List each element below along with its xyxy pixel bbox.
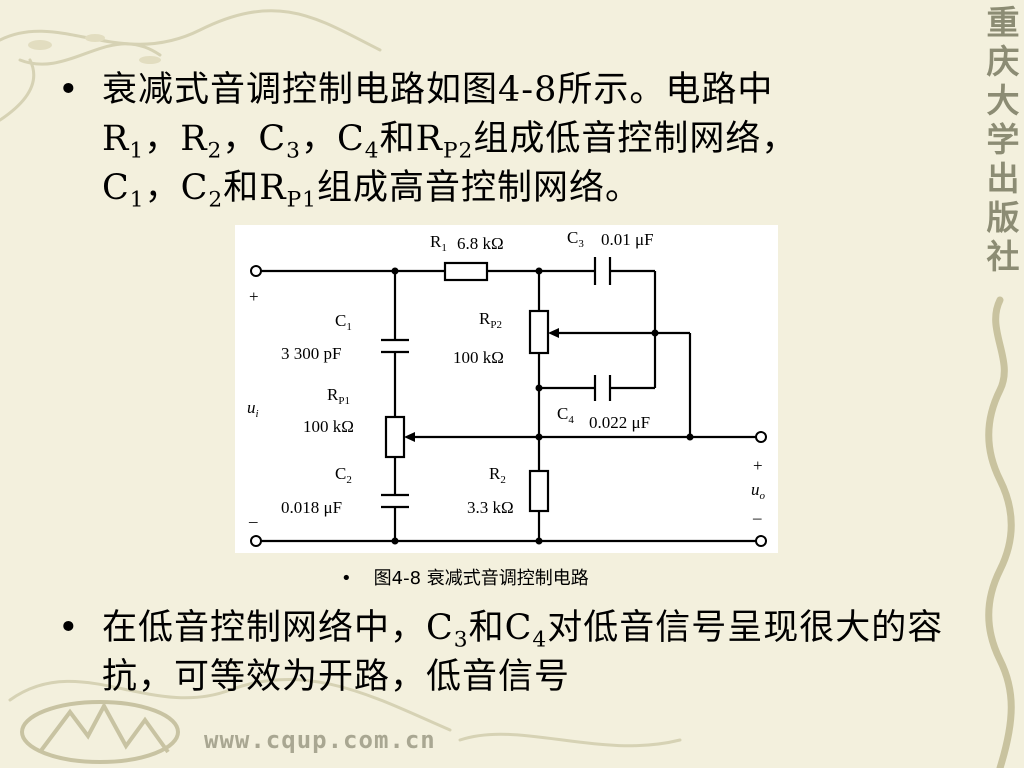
bullet-2-text: 在低音控制网络中，C3和C4对低音信号呈现很大的容抗，可等效为开路，低音信号: [102, 608, 944, 697]
c2-value: 0.018 μF: [281, 498, 342, 517]
bullet-marker: •: [58, 608, 80, 648]
figure-caption: • 图4-8 衰减式音调控制电路: [341, 564, 589, 590]
c1-value: 3 300 pF: [281, 344, 341, 363]
rp1-value: 100 kΩ: [303, 417, 354, 436]
circuit-diagram: R1 6.8 kΩ C3 0.01 μF C1 3 300 pF RP2 100…: [235, 225, 778, 553]
output-voltage-label: uo: [751, 480, 766, 502]
c4-label: C4: [557, 404, 574, 426]
r2-label: R2: [489, 464, 506, 486]
rp2-value: 100 kΩ: [453, 348, 504, 367]
input-plus-sign: +: [249, 287, 259, 306]
r1-label: R1: [430, 232, 447, 254]
c3-value: 0.01 μF: [601, 230, 654, 249]
bullet-1-text: 衰减式音调控制电路如图4-8所示。电路中 R1，R2，C3，C4和RP2组成低音…: [102, 70, 798, 213]
input-voltage-label: ui: [247, 398, 259, 420]
bullet-1: • 衰减式音调控制电路如图4-8所示。电路中 R1，R2，C3，C4和RP2组成…: [58, 66, 965, 213]
c1-label: C1: [335, 311, 352, 333]
bullet-2: • 在低音控制网络中，C3和C4对低音信号呈现很大的容抗，可等效为开路，低音信号: [58, 604, 965, 702]
c2-label: C2: [335, 464, 352, 486]
website-watermark: www.cqup.com.cn: [204, 726, 436, 754]
output-plus-sign: +: [753, 456, 763, 475]
rp1-label: RP1: [327, 385, 350, 407]
r2-value: 3.3 kΩ: [467, 498, 514, 517]
output-terminal-bottom: [755, 535, 767, 547]
c3-label: C3: [567, 228, 584, 250]
publisher-watermark: 重庆大学出版社: [981, 5, 1020, 278]
input-terminal-bottom: [250, 535, 262, 547]
c4-value: 0.022 μF: [589, 413, 650, 432]
caption-text: 图4-8 衰减式音调控制电路: [373, 568, 589, 589]
bullet-marker: •: [58, 70, 80, 110]
output-terminal-top: [755, 431, 767, 443]
publisher-logo: [20, 700, 180, 764]
output-minus-sign: –: [752, 508, 762, 527]
circuit-schematic: R1 6.8 kΩ C3 0.01 μF C1 3 300 pF RP2 100…: [247, 228, 767, 547]
caption-marker: •: [341, 568, 352, 589]
r1-value: 6.8 kΩ: [457, 234, 504, 253]
input-minus-sign: _: [248, 506, 258, 525]
rp2-label: RP2: [479, 309, 502, 331]
input-terminal-top: [250, 265, 262, 277]
